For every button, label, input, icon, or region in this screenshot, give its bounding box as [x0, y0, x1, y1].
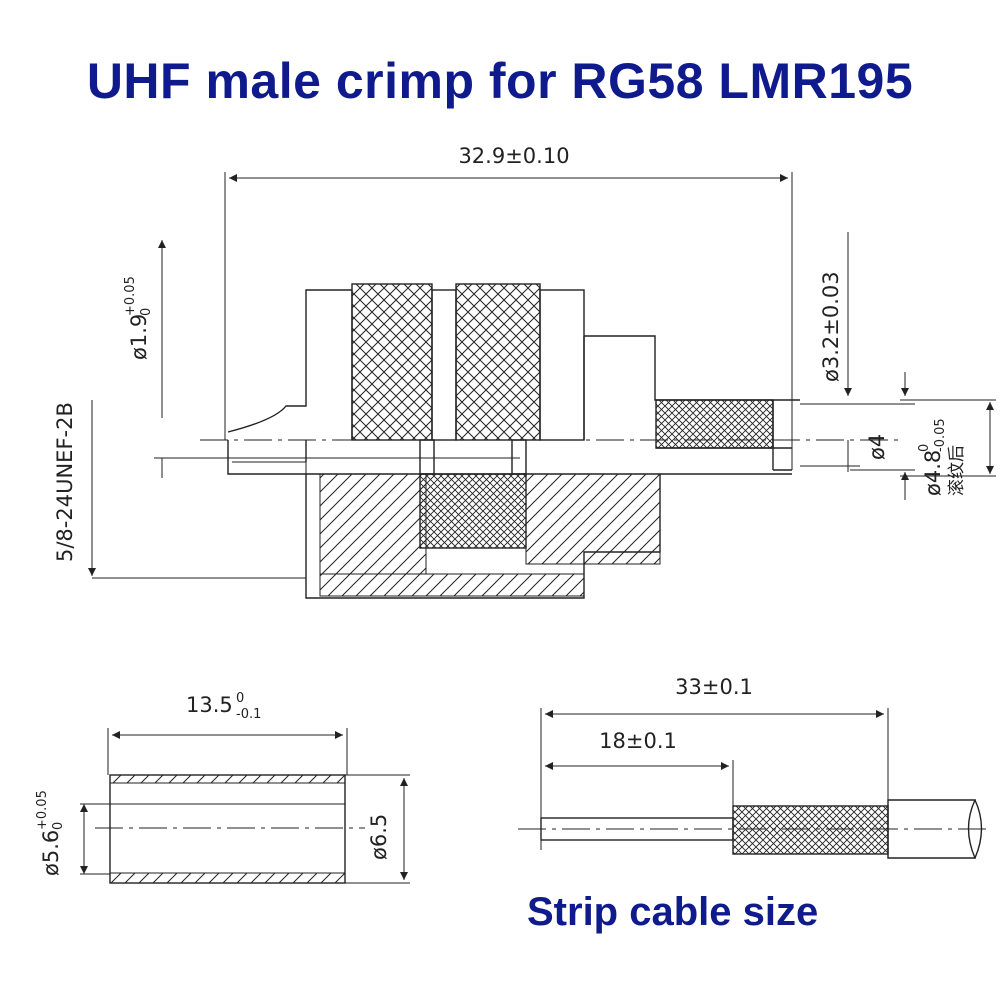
crimp-dia-label: ø4.8 0 -0.05 — [917, 418, 948, 496]
svg-text:ø3.2±0.03: ø3.2±0.03 — [819, 271, 843, 382]
page-title: UHF male crimp for RG58 LMR195 — [86, 53, 914, 109]
sleeve-length-label: 13.5 0 -0.1 — [186, 691, 261, 722]
overall-length-label: 32.9±0.10 — [458, 144, 569, 168]
svg-text:+0.05: +0.05 — [123, 276, 138, 316]
sleeve-inner-dia-label: ø5.6 +0.05 0 — [35, 790, 66, 876]
crimp-note-label: 滚纹后 — [947, 445, 967, 496]
ferrule-id-label: ø4 — [865, 434, 889, 460]
svg-text:13.5: 13.5 — [186, 693, 233, 717]
svg-text:ø6.5: ø6.5 — [367, 814, 391, 860]
svg-text:ø4.8: ø4.8 — [921, 450, 945, 496]
sleeve-outer-dia-label: ø6.5 — [367, 814, 391, 860]
cable-overall-strip-label: 33±0.1 — [675, 675, 753, 699]
svg-text:5/8-24UNEF-2B: 5/8-24UNEF-2B — [53, 402, 77, 562]
svg-text:-0.05: -0.05 — [933, 418, 948, 452]
svg-text:ø1.9: ø1.9 — [127, 314, 151, 360]
cable-conductor-strip-label: 18±0.1 — [599, 729, 677, 753]
svg-text:0: 0 — [139, 308, 154, 316]
svg-text:+0.05: +0.05 — [35, 790, 50, 830]
svg-text:-0.1: -0.1 — [236, 707, 261, 722]
svg-text:0: 0 — [917, 444, 932, 452]
svg-text:滚纹后: 滚纹后 — [947, 445, 967, 496]
pin-bore-label: ø3.2±0.03 — [819, 271, 843, 382]
svg-text:ø4: ø4 — [865, 434, 889, 460]
svg-text:0: 0 — [51, 822, 66, 830]
svg-text:ø5.6: ø5.6 — [39, 830, 63, 876]
pin-dia-label: ø1.9 +0.05 0 — [123, 276, 154, 360]
cable-drawing — [518, 708, 990, 859]
strip-cable-title: Strip cable size — [527, 890, 819, 934]
connector-drawing — [88, 172, 996, 599]
sleeve-drawing — [80, 728, 410, 884]
svg-text:0: 0 — [236, 691, 244, 706]
thread-label: 5/8-24UNEF-2B — [53, 402, 77, 562]
